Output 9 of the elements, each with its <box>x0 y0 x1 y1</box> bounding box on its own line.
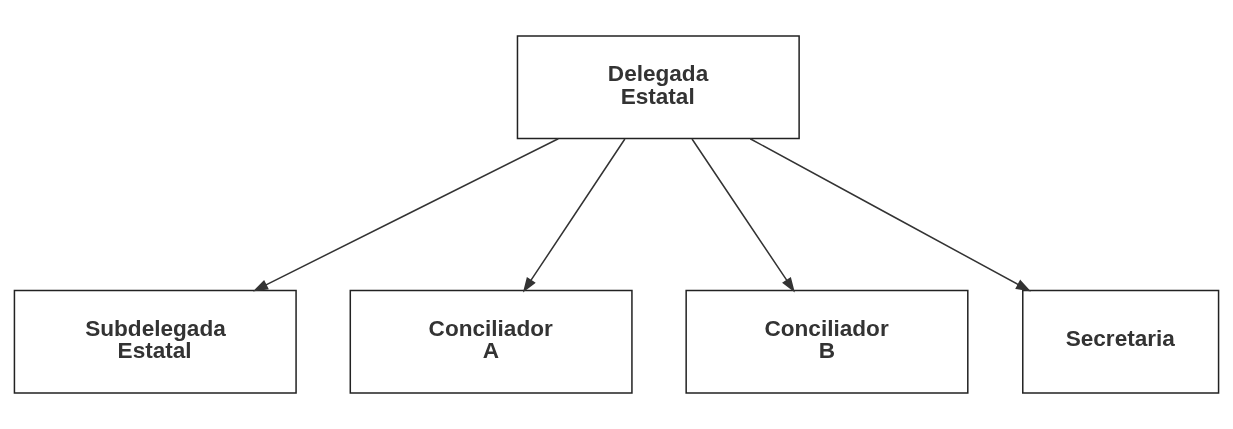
arrow <box>749 137 1031 292</box>
node-box: Secretaria <box>1022 289 1220 394</box>
arrow <box>522 138 626 293</box>
node-box: Conciliador B <box>685 289 969 394</box>
node-box: Delegada Estatal <box>516 35 800 140</box>
arrow <box>253 137 560 292</box>
node-box: Conciliador A <box>349 289 633 394</box>
node-box: Subdelegada Estatal <box>13 289 297 394</box>
arrow <box>691 138 795 293</box>
